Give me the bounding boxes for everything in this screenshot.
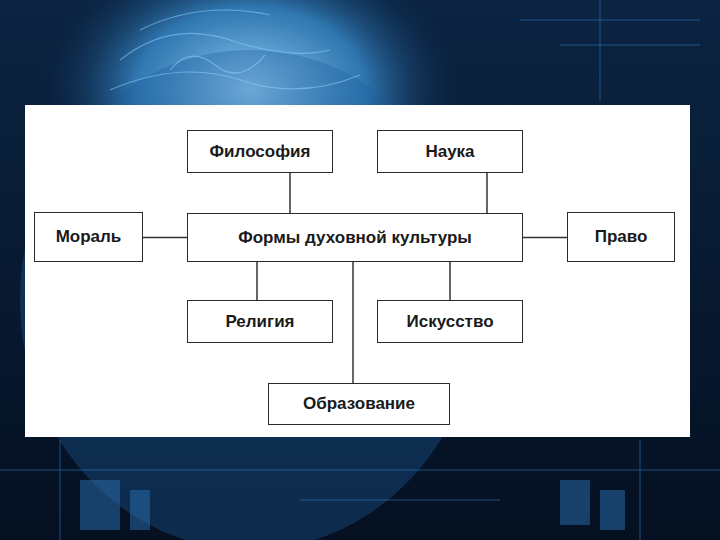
form-box: Наука — [377, 130, 523, 173]
form-box: Право — [567, 212, 675, 262]
connector-line — [449, 262, 451, 300]
box-label: Философия — [210, 142, 311, 162]
box-label: Образование — [303, 394, 415, 414]
box-label: Право — [595, 227, 648, 247]
box-label: Религия — [225, 312, 294, 332]
connector-line — [523, 237, 567, 239]
box-label: Мораль — [56, 227, 122, 247]
form-box: Мораль — [34, 212, 143, 262]
box-label: Наука — [425, 142, 474, 162]
box-label: Искусство — [406, 312, 493, 332]
form-box: Образование — [268, 383, 450, 425]
form-box: Религия — [187, 300, 333, 343]
connector-line — [352, 262, 354, 383]
connector-line — [256, 262, 258, 300]
form-box: Философия — [187, 130, 333, 173]
connector-line — [289, 173, 291, 213]
central-box: Формы духовной культуры — [187, 213, 523, 262]
connector-line — [486, 173, 488, 213]
connector-line — [143, 237, 187, 239]
box-label: Формы духовной культуры — [238, 228, 472, 248]
form-box: Искусство — [377, 300, 523, 343]
